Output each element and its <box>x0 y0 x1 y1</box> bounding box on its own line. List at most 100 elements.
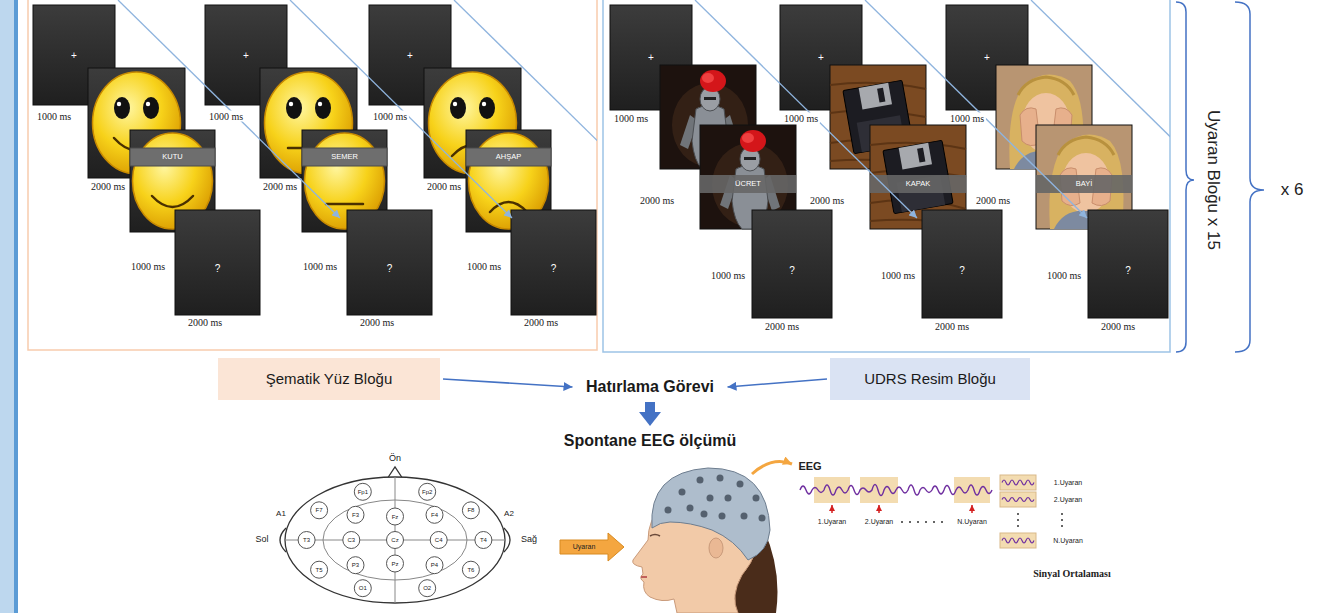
inner-ring <box>323 500 467 580</box>
recall-prompt: ? <box>215 263 221 274</box>
fixation-cross: + <box>71 50 77 61</box>
electrode-label: Pz <box>391 560 398 567</box>
face-mouth <box>326 203 363 206</box>
duration-label: 1000 ms <box>371 111 409 122</box>
electrode-label: P4 <box>431 562 438 569</box>
signal-title: EEG <box>798 460 821 472</box>
epoch-highlight <box>954 477 990 503</box>
sequence-arrow <box>865 0 1087 218</box>
electrode-label: Fp1 <box>358 489 368 496</box>
block-label-box: UDRS Resim Bloğu <box>830 358 1030 400</box>
node-text: Hatırlama Görevi <box>586 377 714 396</box>
electrode-label: Cz <box>391 537 398 544</box>
stimulus-word: KAPAK <box>906 180 930 188</box>
stimulus-marker-label: N.Uyaran <box>1053 537 1083 545</box>
duration-label: 2000 ms <box>974 195 1012 206</box>
duration-label: 2000 ms <box>763 321 801 332</box>
head-orientation-label: Sol <box>255 535 268 545</box>
lips <box>641 576 647 578</box>
eeg-wave <box>800 485 992 496</box>
node-text: Şematik Yüz Bloğu <box>266 370 392 388</box>
duration-label: 1000 ms <box>301 261 339 272</box>
average-title: Sinyal Ortalaması <box>1033 568 1111 579</box>
signal-arrow <box>752 462 792 474</box>
duration-label: 2000 ms <box>638 195 676 206</box>
electrode-label: T4 <box>480 537 487 544</box>
duration-label: 1000 ms <box>709 270 747 281</box>
duration-label: 2000 ms <box>261 181 299 192</box>
ear-reference-label: A1 <box>276 510 286 519</box>
stimulus-word: KUTU <box>162 153 182 161</box>
stimulus-word: SEMER <box>331 153 358 161</box>
epoch-sample <box>1000 533 1036 548</box>
electrode-label: T6 <box>467 566 474 573</box>
sequence-arrow <box>454 0 597 218</box>
sequence-arrow <box>118 0 340 218</box>
slide-edge-band <box>0 0 14 613</box>
electrode-label: T3 <box>303 537 310 544</box>
fixation-cross: + <box>407 50 413 61</box>
slide-edge-line <box>14 0 18 613</box>
electrode-label: O2 <box>423 585 431 592</box>
stimulus-marker-label: N.Uyaran <box>957 518 987 526</box>
eeg-trace-panel <box>800 477 992 523</box>
head-orientation-label: Sağ <box>521 535 537 545</box>
ear-reference-label: A2 <box>504 510 514 519</box>
electrode-label: F4 <box>431 512 438 519</box>
recall-prompt: ? <box>1125 265 1131 276</box>
stimulus-arrow-label: Uyaran <box>573 543 596 551</box>
face-mouth <box>152 196 193 207</box>
electrode-label: Fz <box>392 513 399 520</box>
fixation-cross: + <box>818 52 824 63</box>
head-outline <box>285 477 505 603</box>
repeat-brace <box>1235 2 1264 352</box>
block-repeat-label: Uyaran Bloğu x 15 <box>1204 110 1223 250</box>
eeg-cap <box>652 468 770 560</box>
fixation-cross: + <box>243 50 249 61</box>
duration-label: 1000 ms <box>35 111 73 122</box>
word-band <box>1036 175 1132 193</box>
electrode-label: C3 <box>347 537 355 544</box>
duration-label: 1000 ms <box>207 111 245 122</box>
recall-prompt: ? <box>789 265 795 276</box>
recall-screen <box>347 210 432 315</box>
stimulus-arrow <box>560 533 624 561</box>
block-brace <box>1176 2 1194 352</box>
stimulus-word: AHŞAP <box>496 153 521 161</box>
duration-label: 2000 ms <box>1099 321 1137 332</box>
electrode-label: Fp2 <box>422 489 432 496</box>
node-text: UDRS Resim Bloğu <box>864 370 996 388</box>
stimulus-marker-label: 1.Uyaran <box>1054 479 1082 487</box>
duration-label: 2000 ms <box>89 181 127 192</box>
flow-arrow <box>728 379 828 387</box>
recall-prompt: ? <box>387 263 393 274</box>
recall-screen <box>922 210 1002 318</box>
recall-prompt: ? <box>959 265 965 276</box>
duration-label: 2000 ms <box>186 317 224 328</box>
flow-arrow <box>443 379 573 387</box>
epoch-highlight <box>814 477 850 503</box>
sequence-arrow <box>1031 0 1170 218</box>
word-band <box>700 175 796 193</box>
eye <box>650 535 660 537</box>
stimulus-marker-label: 2.Uyaran <box>865 518 893 526</box>
ellipsis-dots <box>1017 513 1063 527</box>
electrode-label: O1 <box>359 585 367 592</box>
epoch-wave <box>1002 480 1034 543</box>
measurement-label: Spontane EEG ölçümü <box>554 428 747 454</box>
word-band <box>870 175 966 193</box>
electrode-label: F8 <box>467 507 474 514</box>
duration-label: 2000 ms <box>808 195 846 206</box>
duration-label: 1000 ms <box>879 270 917 281</box>
stimulus-marker-label: 1.Uyaran <box>818 518 846 526</box>
eeg-cap-head <box>560 462 792 613</box>
recall-screen <box>752 210 832 318</box>
recall-screen <box>1088 210 1168 318</box>
block-label-box: Şematik Yüz Bloğu <box>218 358 440 400</box>
fixation-cross: + <box>984 52 990 63</box>
duration-label: 1000 ms <box>612 113 650 124</box>
sequence-arrow <box>290 0 512 218</box>
block-arrow <box>645 402 655 418</box>
